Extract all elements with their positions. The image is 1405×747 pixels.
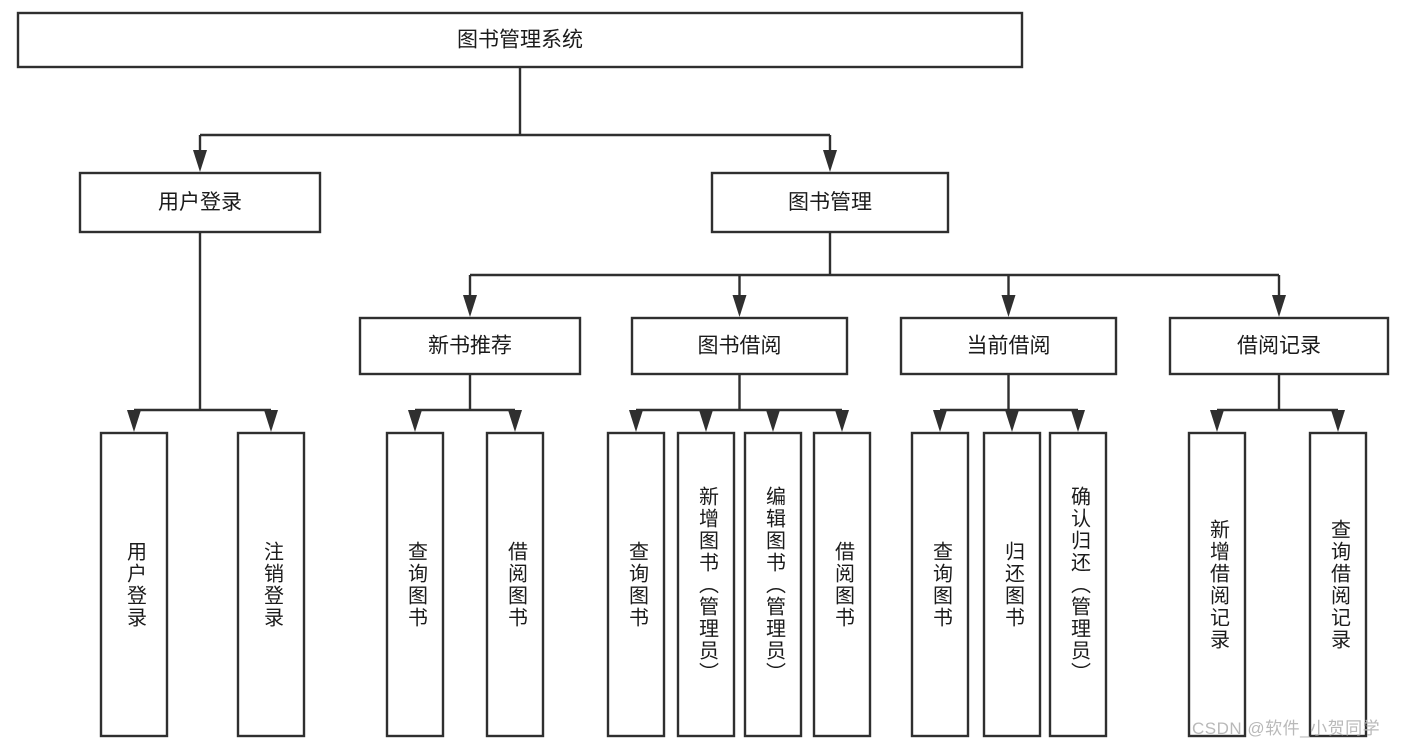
node-box-leaf-confirm-return[interactable] <box>1048 431 1108 738</box>
arrow-head-icon <box>1071 410 1085 432</box>
arrow-head-icon <box>264 410 278 432</box>
node-label-user-login: 用户登录 <box>158 191 242 214</box>
node-box-new-book-rec[interactable] <box>358 316 582 376</box>
node-box-leaf-edit-book[interactable] <box>743 431 803 738</box>
arrow-head-icon <box>1001 295 1016 317</box>
node-label-root: 图书管理系统 <box>457 29 583 52</box>
node-box-leaf-borrow-book-rec[interactable] <box>485 431 545 738</box>
connector-group <box>127 67 1345 432</box>
node-box-borrow-record[interactable] <box>1168 316 1390 376</box>
node-box-leaf-query-book-c[interactable] <box>910 431 970 738</box>
node-box-current-borrow[interactable] <box>899 316 1118 376</box>
node-box-leaf-query-record[interactable] <box>1308 431 1368 738</box>
node-box-leaf-user-login[interactable] <box>99 431 169 738</box>
arrow-head-icon <box>732 295 747 317</box>
node-box-leaf-add-book[interactable] <box>676 431 736 738</box>
node-box-root[interactable] <box>16 11 1024 69</box>
arrow-head-icon <box>766 410 780 432</box>
arrow-head-icon <box>1005 410 1019 432</box>
watermark: CSDN @软件_小贺同学 <box>1192 719 1381 738</box>
arrow-head-icon <box>835 410 849 432</box>
node-box-book-borrow[interactable] <box>630 316 849 376</box>
arrow-head-icon <box>823 150 837 172</box>
node-box-leaf-add-record[interactable] <box>1187 431 1247 738</box>
arrow-head-icon <box>933 410 947 432</box>
arrow-head-icon <box>629 410 643 432</box>
node-box-group <box>16 11 1390 738</box>
node-label-current-borrow: 当前借阅 <box>967 335 1051 358</box>
node-box-leaf-user-logout[interactable] <box>236 431 306 738</box>
arrow-head-icon <box>1210 410 1224 432</box>
node-label-borrow-record: 借阅记录 <box>1237 335 1321 358</box>
node-label-new-book-rec: 新书推荐 <box>428 335 512 358</box>
node-box-book-manage[interactable] <box>710 171 950 234</box>
arrow-head-icon <box>508 410 522 432</box>
arrow-head-icon <box>463 295 477 317</box>
node-box-leaf-query-book-rec[interactable] <box>385 431 445 738</box>
arrow-head-icon <box>127 410 141 432</box>
arrow-head-icon <box>193 150 207 172</box>
arrow-head-icon <box>1331 410 1345 432</box>
node-label-book-manage: 图书管理 <box>788 191 872 214</box>
arrow-head-icon <box>1272 295 1286 317</box>
arrow-head-icon <box>699 410 713 432</box>
node-box-user-login[interactable] <box>78 171 322 234</box>
node-label-book-borrow: 图书借阅 <box>698 335 782 358</box>
node-box-leaf-borrow-book-b[interactable] <box>812 431 872 738</box>
node-box-leaf-query-book-b[interactable] <box>606 431 666 738</box>
node-box-leaf-return-book[interactable] <box>982 431 1042 738</box>
arrow-head-icon <box>408 410 422 432</box>
